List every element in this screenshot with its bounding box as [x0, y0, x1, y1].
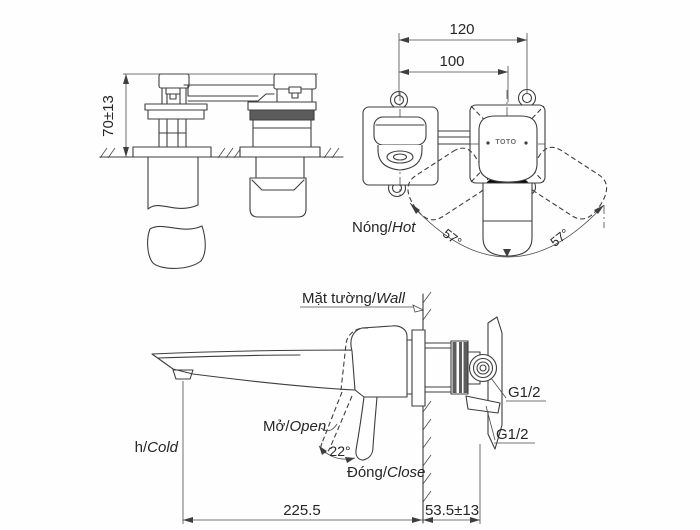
thread-label-bottom: G1/2 [496, 426, 529, 443]
wall-hatching [422, 291, 432, 503]
handle-front [478, 115, 538, 183]
spout-side [151, 349, 356, 391]
dim-bottom: 225.5 53.5±13 [182, 381, 481, 524]
open-close-labels: Mở/Open Đóng/Close [263, 418, 425, 481]
open-label: Mở/Open [263, 418, 326, 435]
dim-120-label: 120 [449, 21, 474, 38]
close-label: Đóng/Close [347, 464, 425, 481]
angle-57-left-label: 57° [440, 226, 465, 250]
dim-70: 70±13 [100, 73, 318, 157]
right-supply-pipe [249, 156, 307, 218]
hot-label: Nóng/Hot [352, 219, 416, 236]
left-deck-plate [132, 146, 212, 158]
brand-logo: TOTO [495, 139, 516, 146]
open-angle-arc: 22° [318, 443, 356, 463]
wall-label-group: Mặt tường/Wall [300, 290, 425, 313]
deck-hatching [99, 147, 340, 159]
dim-100-label: 100 [439, 53, 464, 70]
dim-70-label: 70±13 [100, 95, 117, 137]
mixer-unit-top [247, 73, 317, 148]
dim-wall-depth-label: 53.5±13 [425, 502, 479, 519]
front-view: TOTO 57° 57° Nóng/Hot 120 100 [352, 21, 615, 258]
lever-open-dashed [320, 327, 369, 454]
lower-bracket [465, 395, 501, 414]
lever-closed [355, 396, 378, 461]
mixer-body-side [350, 325, 413, 461]
thread-label-top: G1/2 [508, 384, 541, 401]
right-deck-plate [239, 146, 321, 158]
in-wall-valve [411, 316, 503, 450]
left-supply-pipe [147, 156, 206, 269]
angle-57-right-label: 57° [547, 226, 572, 250]
screw-dot-left [486, 141, 490, 145]
handle-lever-front [482, 182, 533, 257]
spout-bar-top [183, 84, 275, 102]
handle-plate-front: TOTO [400, 90, 615, 257]
top-view: 70±13 [99, 73, 344, 269]
cold-label: h/Cold [135, 439, 179, 456]
aerator-outlet [172, 369, 194, 380]
thread-labels: G1/2 G1/2 [485, 377, 546, 444]
plate-connector-lines [437, 130, 471, 145]
spout-unit-top [144, 73, 208, 148]
wall-flange [411, 329, 426, 407]
spout-plate-front [362, 92, 439, 196]
screw-dot-right [524, 141, 528, 145]
dim-100: 100 [399, 53, 509, 102]
side-view: Mặt tường/Wall 22° [135, 290, 546, 524]
dim-120: 120 [398, 21, 528, 95]
dim-spout-reach-label: 225.5 [283, 502, 321, 519]
wall-label: Mặt tường/Wall [302, 290, 406, 307]
angle-22-label: 22° [329, 443, 350, 459]
